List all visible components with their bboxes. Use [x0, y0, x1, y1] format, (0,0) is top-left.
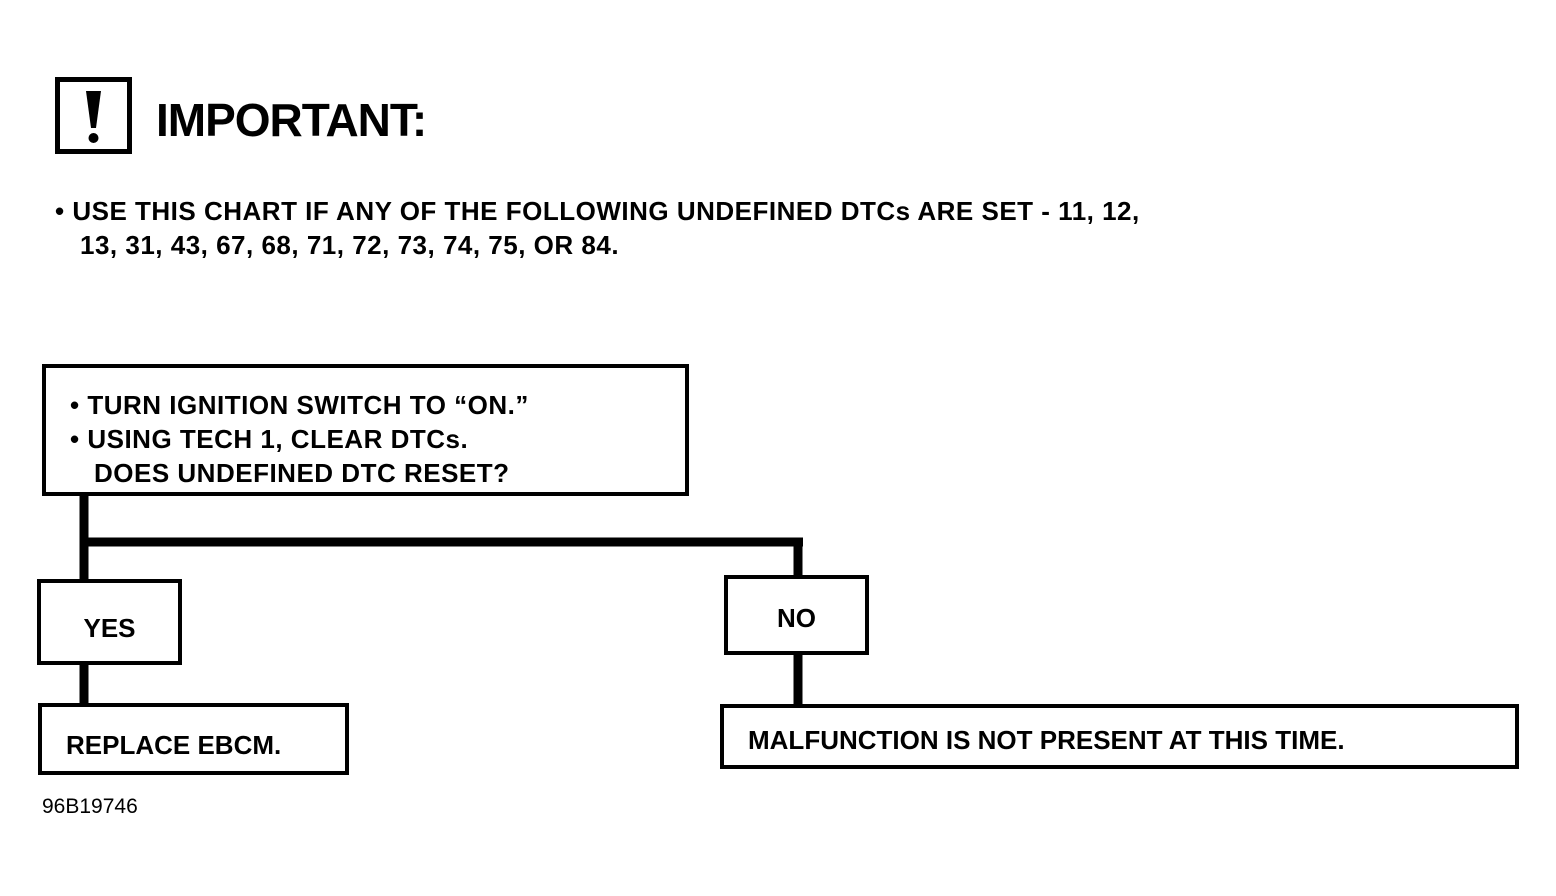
figure-code: 96B19746: [42, 795, 138, 818]
exclamation-icon: [55, 77, 132, 154]
yes-label: YES: [83, 613, 136, 643]
yes-result-text: REPLACE EBCM.: [66, 730, 282, 760]
no-box: NO: [724, 575, 869, 655]
no-label: NO: [777, 603, 816, 633]
yes-box: YES: [37, 579, 182, 665]
no-result-box: MALFUNCTION IS NOT PRESENT AT THIS TIME.: [720, 704, 1519, 769]
question-line-3: DOES UNDEFINED DTC RESET?: [94, 458, 510, 488]
question-line-1: • TURN IGNITION SWITCH TO “ON.”: [70, 390, 529, 420]
yes-result-box: REPLACE EBCM.: [38, 703, 349, 775]
question-box: • TURN IGNITION SWITCH TO “ON.” • USING …: [42, 364, 689, 496]
intro-line-2: 13, 31, 43, 67, 68, 71, 72, 73, 74, 75, …: [80, 230, 620, 260]
bullet: •: [55, 196, 65, 226]
page-title: IMPORTANT:: [156, 94, 427, 146]
intro-text-1: USE THIS CHART IF ANY OF THE FOLLOWING U…: [72, 196, 1140, 226]
question-line-2: • USING TECH 1, CLEAR DTCs.: [70, 424, 469, 454]
no-result-text: MALFUNCTION IS NOT PRESENT AT THIS TIME.: [748, 725, 1345, 755]
intro-line-1: • USE THIS CHART IF ANY OF THE FOLLOWING…: [55, 196, 1140, 227]
